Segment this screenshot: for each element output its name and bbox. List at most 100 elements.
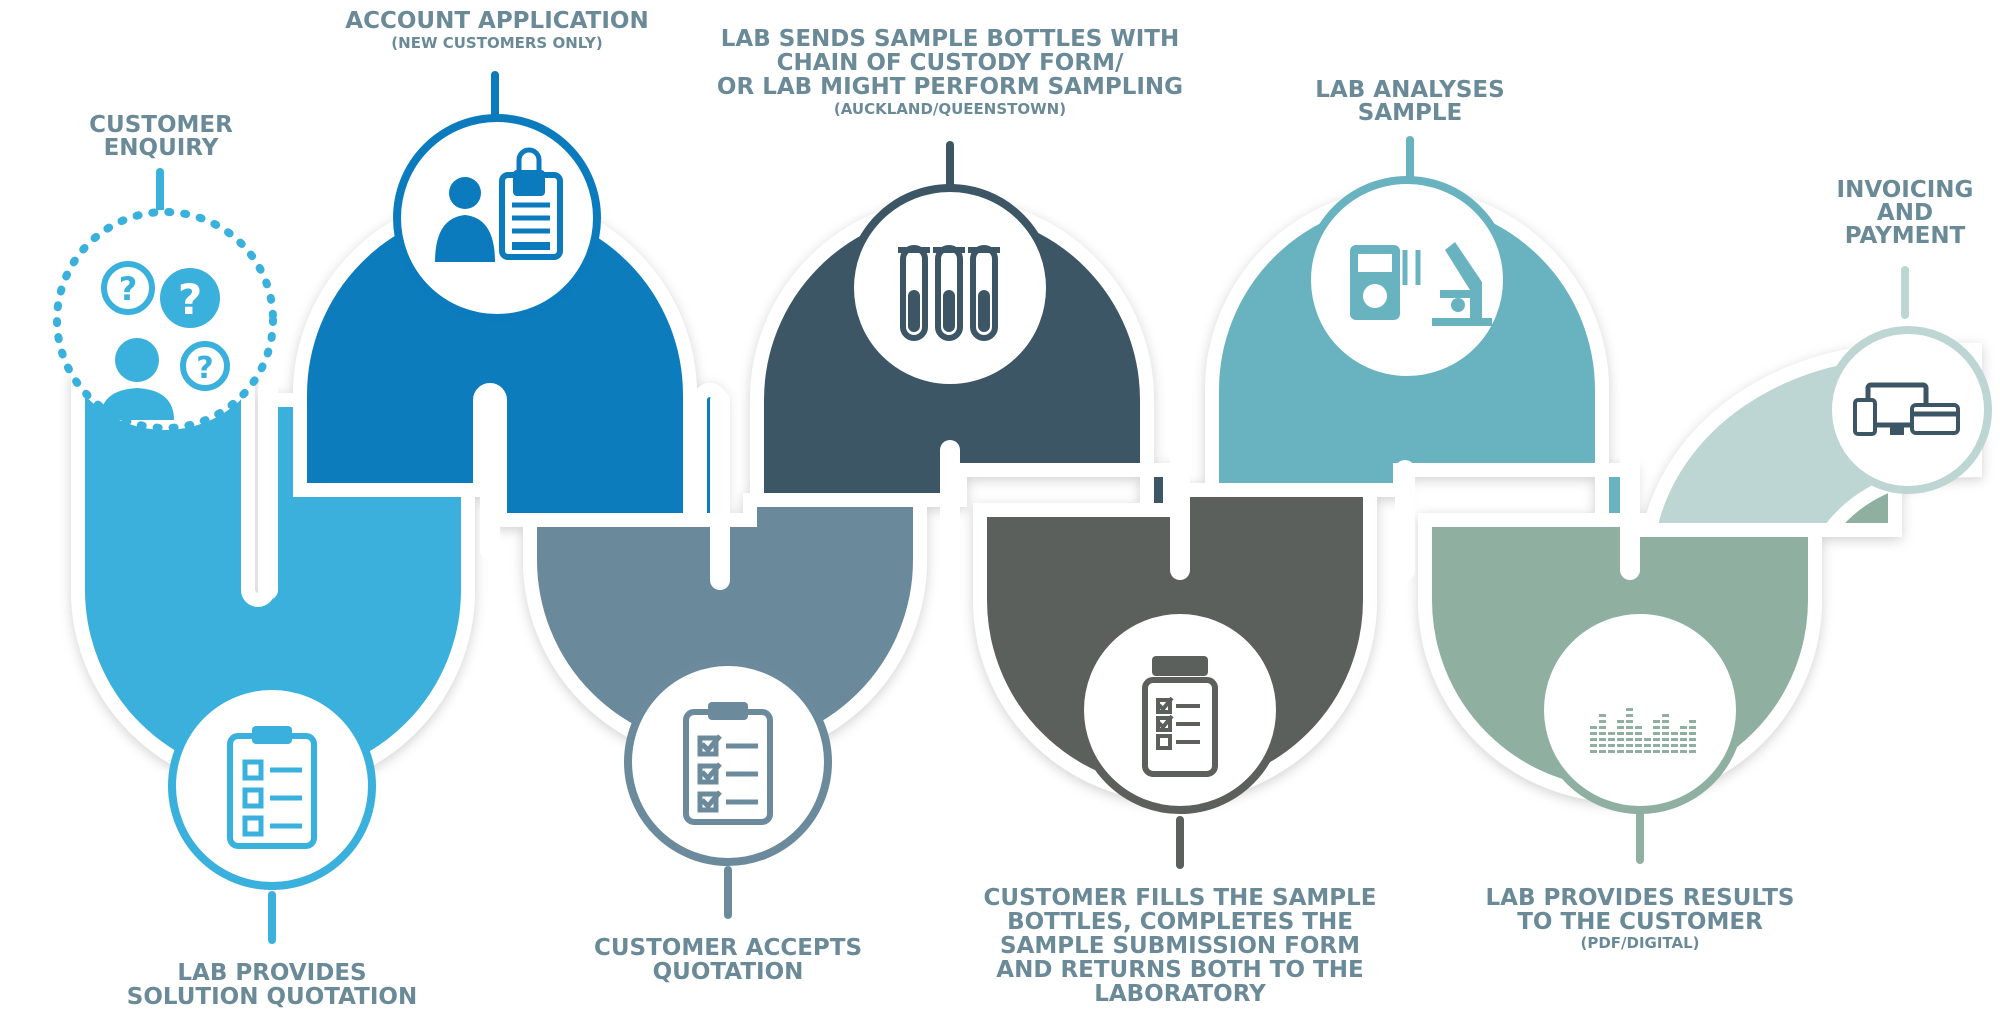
test-tubes-icon	[846, 184, 1054, 392]
results-bar-cell	[1626, 744, 1633, 747]
results-bar-cell	[1590, 738, 1597, 741]
results-bar-cell	[1653, 738, 1660, 741]
results-bar-cell	[1635, 744, 1642, 747]
results-bar-cell	[1680, 732, 1687, 735]
results-bar-cell	[1644, 738, 1651, 741]
results-bar-cell	[1617, 732, 1624, 735]
results-bar-cell	[1653, 732, 1660, 735]
results-bar-cell	[1662, 726, 1669, 729]
meter-microscope-icon	[1303, 176, 1511, 384]
results-bar-cell	[1662, 732, 1669, 735]
results-bar-cell	[1617, 720, 1624, 723]
results-bar-cell	[1653, 726, 1660, 729]
results-bar-cell	[1689, 744, 1696, 747]
results-bar-cell	[1617, 738, 1624, 741]
connector-ticks	[156, 71, 1909, 944]
label-invoicing-2: AND	[1877, 200, 1933, 226]
label-lab-sends-3: OR LAB MIGHT PERFORM SAMPLING	[717, 74, 1183, 100]
results-bar-cell	[1671, 732, 1678, 735]
results-bar-cell	[1599, 732, 1606, 735]
results-bar-cell	[1590, 750, 1597, 753]
label-customer-enquiry-2: ENQUIRY	[104, 135, 219, 161]
results-bar-cell	[1617, 726, 1624, 729]
results-bars	[1590, 708, 1696, 753]
results-bar-cell	[1662, 720, 1669, 723]
results-bar-cell	[1626, 750, 1633, 753]
results-bar-cell	[1635, 732, 1642, 735]
results-bar-cell	[1671, 738, 1678, 741]
results-bar-cell	[1662, 738, 1669, 741]
results-bar-cell	[1653, 720, 1660, 723]
results-bar-cell	[1635, 726, 1642, 729]
results-bar-cell	[1680, 726, 1687, 729]
label-invoicing-3: PAYMENT	[1845, 223, 1966, 249]
results-bar-cell	[1689, 720, 1696, 723]
devices-card-icon	[1824, 326, 1992, 494]
label-customer-fills-1: CUSTOMER FILLS THE SAMPLE	[984, 885, 1377, 911]
results-bar-cell	[1599, 720, 1606, 723]
label-customer-fills-4: AND RETURNS BOTH TO THE	[996, 957, 1363, 983]
label-lab-analyses-1: LAB ANALYSES	[1315, 77, 1504, 103]
label-customer-fills-5: LABORATORY	[1094, 981, 1266, 1007]
svg-text:?: ?	[196, 351, 213, 386]
results-bar-cell	[1608, 738, 1615, 741]
results-bar-cell	[1626, 726, 1633, 729]
results-bar-cell	[1608, 750, 1615, 753]
results-bar-cell	[1590, 744, 1597, 747]
results-bar-cell	[1635, 750, 1642, 753]
results-bar-cell	[1599, 750, 1606, 753]
ribbon-gaps	[258, 380, 1640, 600]
svg-text:?: ?	[178, 275, 202, 324]
results-bar-cell	[1644, 750, 1651, 753]
results-bar-cell	[1590, 732, 1597, 735]
label-lab-results-3: (PDF/DIGITAL)	[1580, 934, 1699, 952]
results-bar-cell	[1671, 750, 1678, 753]
results-bar-cell	[1653, 750, 1660, 753]
results-bar-cell	[1680, 738, 1687, 741]
results-bar-cell	[1599, 726, 1606, 729]
results-bar-cell	[1626, 732, 1633, 735]
label-lab-results-2: TO THE CUSTOMER	[1517, 909, 1763, 935]
results-bar-cell	[1590, 726, 1597, 729]
results-bar-cell	[1635, 738, 1642, 741]
results-bar-cell	[1662, 714, 1669, 717]
results-bar-cell	[1680, 744, 1687, 747]
label-customer-enquiry-1: CUSTOMER	[89, 112, 233, 138]
results-bar-cell	[1689, 738, 1696, 741]
label-customer-accepts-1: CUSTOMER ACCEPTS	[594, 935, 862, 961]
label-account-application-1: ACCOUNT APPLICATION	[345, 8, 648, 34]
results-bar-cell	[1617, 750, 1624, 753]
svg-text:?: ?	[119, 270, 138, 308]
results-bar-cell	[1626, 714, 1633, 717]
label-lab-analyses-2: SAMPLE	[1358, 100, 1462, 126]
results-bar-cell	[1599, 738, 1606, 741]
results-bar-cell	[1689, 750, 1696, 753]
results-bar-cell	[1626, 720, 1633, 723]
results-bar-cell	[1662, 750, 1669, 753]
label-lab-sends-2: CHAIN OF CUSTODY FORM/	[777, 50, 1124, 76]
results-bar-cell	[1608, 744, 1615, 747]
questions-person-icon: ? ? ?	[53, 208, 277, 432]
results-bar-cell	[1689, 726, 1696, 729]
label-customer-accepts-2: QUOTATION	[653, 959, 804, 985]
clipboard-checked-icon	[624, 658, 832, 866]
label-lab-results-1: LAB PROVIDES RESULTS	[1486, 885, 1795, 911]
label-lab-provides-quotation-2: SOLUTION QUOTATION	[127, 984, 417, 1010]
results-bar-cell	[1689, 732, 1696, 735]
labels: CUSTOMER ENQUIRY ACCOUNT APPLICATION (NE…	[89, 8, 1973, 1010]
results-bar-cell	[1626, 738, 1633, 741]
results-bar-cell	[1599, 744, 1606, 747]
results-bar-cell	[1608, 732, 1615, 735]
label-lab-sends-1: LAB SENDS SAMPLE BOTTLES WITH	[721, 26, 1179, 52]
results-bar-cell	[1671, 744, 1678, 747]
results-bar-cell	[1617, 744, 1624, 747]
label-lab-provides-quotation-1: LAB PROVIDES	[177, 960, 366, 986]
label-invoicing-1: INVOICING	[1837, 177, 1974, 203]
label-account-application-2: (NEW CUSTOMERS ONLY)	[391, 34, 602, 52]
sample-jar-icon	[1076, 606, 1284, 814]
results-bar-cell	[1662, 744, 1669, 747]
results-bar-cell	[1644, 744, 1651, 747]
label-lab-sends-4: (AUCKLAND/QUEENSTOWN)	[834, 100, 1066, 118]
person-document-lock-icon	[393, 114, 601, 322]
results-bar-cell	[1680, 750, 1687, 753]
